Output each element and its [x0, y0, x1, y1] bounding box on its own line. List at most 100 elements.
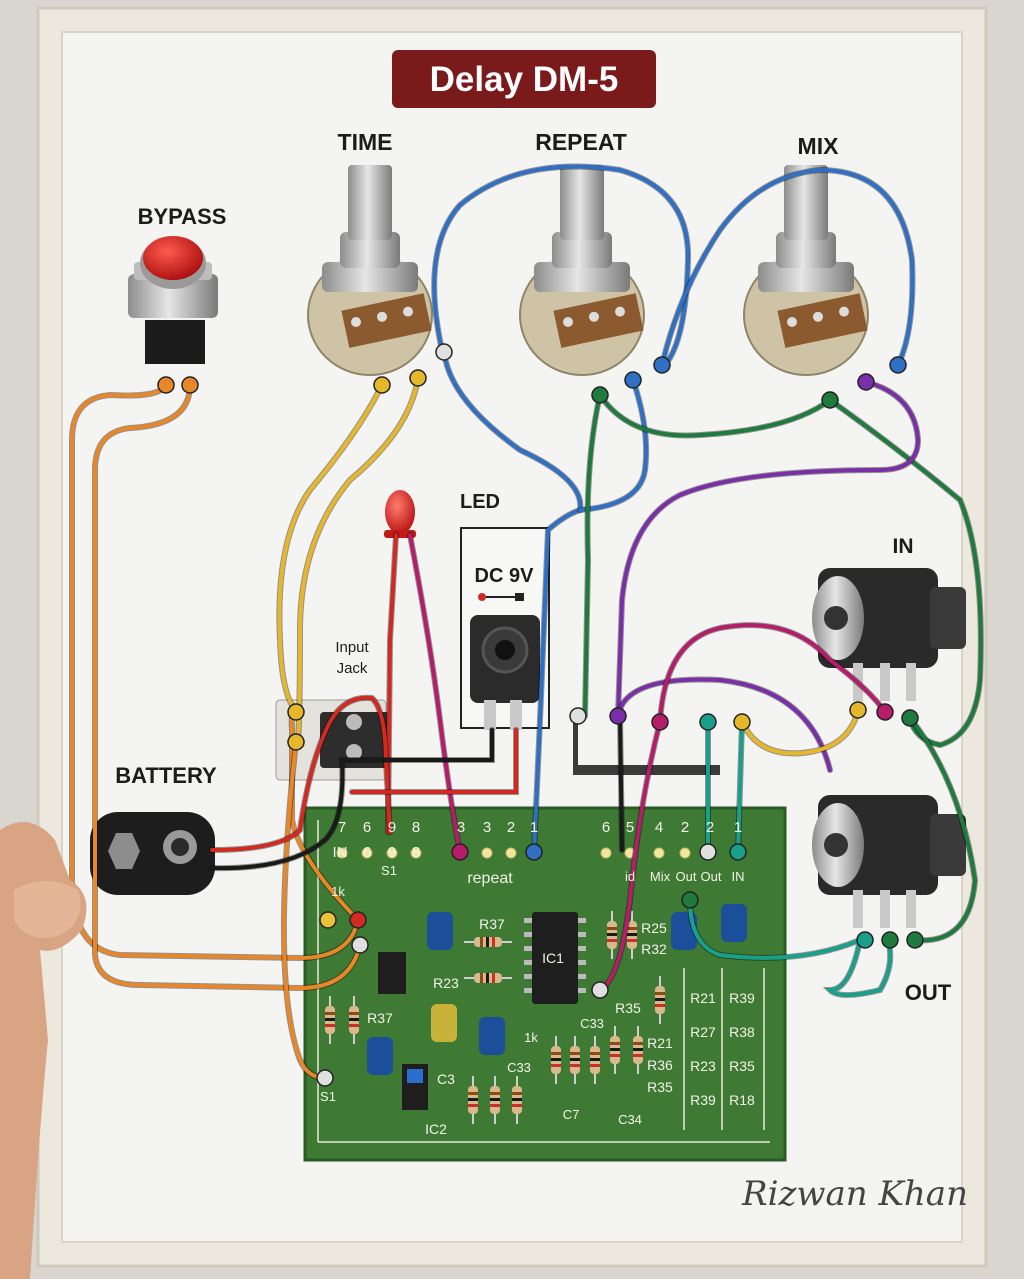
pcb-grid-label: R38	[729, 1024, 755, 1040]
mix-pot[interactable]	[743, 165, 869, 376]
wire-endpoint	[881, 931, 899, 949]
repeat-to-pcb-wire	[442, 350, 583, 854]
pcb-pad-label: 6	[363, 844, 371, 861]
wire-endpoint	[319, 911, 337, 929]
in-out-ground-wire	[908, 716, 978, 943]
resistor	[349, 996, 359, 1044]
pcb-component-label: C34	[618, 1112, 642, 1127]
resistor	[468, 1076, 478, 1124]
wire-endpoint	[821, 391, 839, 409]
wire-endpoint	[729, 843, 747, 861]
repeat-label: REPEAT	[535, 129, 627, 155]
resistor	[570, 1036, 580, 1084]
pot-shaft[interactable]	[348, 165, 392, 240]
wiring	[69, 163, 984, 1081]
pcb-pad-number: 2	[681, 819, 689, 836]
time-wire-2	[296, 376, 420, 744]
pcb-pad-number: 1	[734, 819, 742, 836]
wire-endpoint	[451, 843, 469, 861]
repeat-ground-wire	[583, 393, 602, 718]
pcb-component-label: R36	[647, 1057, 673, 1073]
pcb-grid-label: R39	[690, 1092, 716, 1108]
pot-shaft[interactable]	[560, 165, 604, 240]
pcb-pad-label: IN	[732, 869, 745, 884]
pcb-component-label: R37	[479, 916, 505, 932]
bypass-button-cap[interactable]	[143, 236, 203, 280]
resistor	[490, 1076, 500, 1124]
dc-9v-jack: DC 9V	[460, 527, 550, 730]
resistor	[464, 973, 512, 983]
pcb-grid-label: R23	[690, 1058, 716, 1074]
pcb-pad-number: 2	[706, 819, 714, 836]
led-label: LED	[460, 491, 500, 513]
battery-clip	[90, 812, 215, 895]
pcb-mid-pad-numbers: 3 3 2 1 repeat	[457, 819, 538, 887]
resistor	[325, 996, 335, 1044]
pcb-pad-number: 9	[388, 819, 396, 836]
battery-red-wire	[210, 695, 392, 852]
pcb-component-label: R25	[641, 920, 667, 936]
in-jack-hot-wire	[658, 623, 887, 724]
wire-endpoint	[681, 891, 699, 909]
wire-endpoint	[287, 703, 305, 721]
capacitor	[479, 1017, 505, 1055]
input-jack-label-line1: Input	[335, 639, 369, 656]
pcb-resistor-grid: R21 R39 R27 R38 R23 R35 R39 R18	[683, 968, 765, 1130]
mix-purple-wire	[616, 380, 921, 718]
pcb-grid-label: R35	[729, 1058, 755, 1074]
pcb-pad-number: 3	[457, 819, 465, 836]
bypass-footswitch[interactable]	[128, 236, 218, 364]
wire-endpoint	[525, 843, 543, 861]
pcb-pad-label: Mix	[650, 869, 671, 884]
repeat-wiper-wire	[578, 378, 649, 512]
pcb-component-label: R32	[641, 941, 667, 957]
bypass-label: BYPASS	[138, 204, 227, 229]
pcb-component-label: C33	[507, 1060, 531, 1075]
pcb-pad-number: 4	[655, 819, 663, 836]
pcb-component-label: R35	[615, 1000, 641, 1016]
pcb-grid-label: R27	[690, 1024, 716, 1040]
title: Delay DM-5	[430, 60, 619, 99]
wire-endpoint	[856, 931, 874, 949]
wire-endpoint	[653, 356, 671, 374]
capacitor	[721, 904, 747, 942]
pcb-repeat-label: repeat	[467, 870, 513, 887]
wire-endpoint	[351, 936, 369, 954]
led-wire	[408, 533, 462, 854]
wire-endpoint	[409, 369, 427, 387]
thumb	[14, 881, 81, 938]
pcb-component-label: C7	[563, 1107, 580, 1122]
pot-shaft[interactable]	[784, 165, 828, 240]
pcb-component-label: 1k	[524, 1030, 538, 1045]
pcb-pad-label: 9	[388, 844, 396, 861]
hand	[0, 822, 87, 1279]
wire-endpoint	[889, 356, 907, 374]
resistor	[633, 1026, 643, 1074]
wire-endpoint	[157, 376, 175, 394]
pcb-component-label: C33	[580, 1016, 604, 1031]
time-pot[interactable]	[307, 165, 433, 376]
pcb-component-labels: 1k S1 R37 IC1 R25 R32 R23 R37 C3 IC2 1k …	[320, 863, 673, 1137]
resistor	[607, 911, 617, 959]
pcb-grid-label: R18	[729, 1092, 755, 1108]
battery-terminal-hex-icon	[108, 833, 140, 869]
resistor	[627, 911, 637, 959]
resistor	[464, 937, 512, 947]
pcb-component-label: C3	[437, 1071, 455, 1087]
wire-endpoint	[287, 733, 305, 751]
pcb-pad-label: 8	[412, 844, 420, 861]
pcb-pad-number: 3	[483, 819, 491, 836]
resistor	[512, 1076, 522, 1124]
pcb-ic1-label: IC1	[542, 950, 564, 966]
dc-red-wire	[350, 728, 518, 794]
out-jack-wire	[688, 898, 893, 997]
capacitor	[367, 1037, 393, 1075]
pcb-component-label: R37	[367, 1010, 393, 1026]
pcb-pad-number: 6	[363, 819, 371, 836]
repeat-pot[interactable]	[519, 165, 645, 376]
wire-endpoint	[435, 343, 453, 361]
wire-endpoint	[349, 911, 367, 929]
wire-endpoint	[849, 701, 867, 719]
pcb-component-label: S1	[381, 863, 397, 878]
